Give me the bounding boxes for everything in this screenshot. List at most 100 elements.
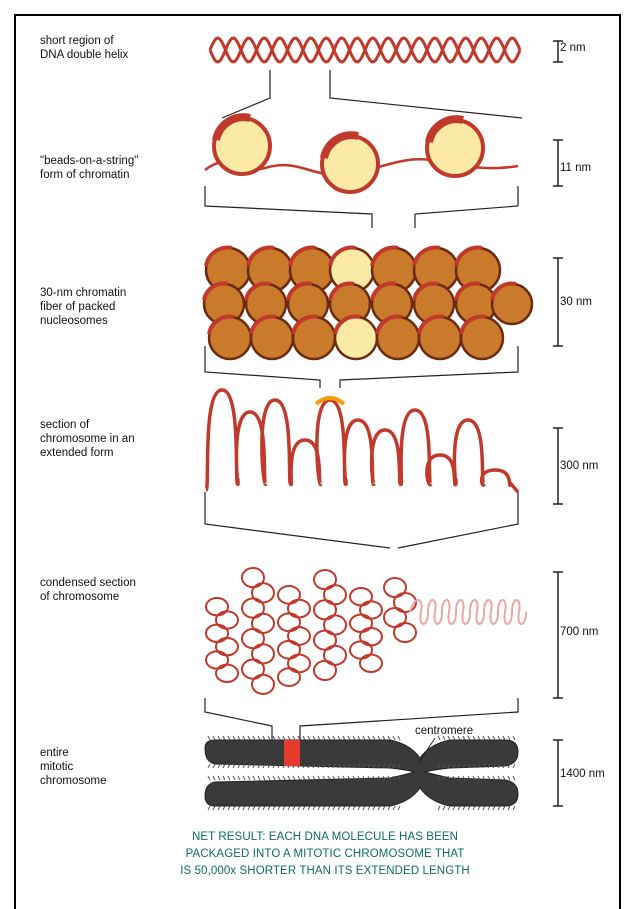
chromatin-fibril <box>298 776 300 780</box>
chromatin-fibril <box>513 764 515 768</box>
chromatin-fibril <box>513 736 515 740</box>
beads-on-a-string <box>205 117 518 192</box>
chromatin-fibril <box>288 776 290 780</box>
chromatin-fibril <box>463 806 465 810</box>
chromatin-fibril <box>468 806 470 810</box>
chromatin-fibril <box>343 736 345 740</box>
condensed-chromosome-section <box>206 568 526 694</box>
chromatin-fibril <box>213 776 215 780</box>
condensed-coil <box>278 641 300 659</box>
condensed-coil <box>216 638 238 655</box>
chromatin-fibril <box>478 736 480 740</box>
chromatin-fibril <box>333 736 335 740</box>
chromatin-fibril <box>483 736 485 740</box>
extended-chromosome-section <box>206 390 518 492</box>
condensed-coil <box>206 598 228 615</box>
chromatin-fibril <box>278 776 280 780</box>
chromatin-fibril <box>253 736 255 740</box>
chromatin-fibril <box>303 736 305 740</box>
chromatin-fibril <box>353 736 355 740</box>
chromatin-fibril <box>233 736 235 740</box>
chromatin-fibril <box>268 806 270 810</box>
chromatin-fibril <box>223 776 225 780</box>
chromatin-fibril <box>313 806 315 810</box>
chromatin-fibril <box>213 764 215 768</box>
chromatin-fibril <box>493 806 495 810</box>
chromatin-fibril <box>458 806 460 810</box>
chromatin-fiber-30nm <box>204 248 532 359</box>
chromatin-fibril <box>353 806 355 810</box>
chromatin-fibril <box>283 806 285 810</box>
chromatin-fibril <box>218 736 220 740</box>
chromatin-fibril <box>278 806 280 810</box>
chromatin-fibril <box>363 736 365 740</box>
chromatin-fibril <box>503 806 505 810</box>
chromatin-fibril <box>268 776 270 780</box>
chromatin-fibril <box>228 776 230 780</box>
condensed-coil <box>206 651 228 668</box>
chromatin-fibril <box>253 776 255 780</box>
condensed-coil <box>288 600 310 618</box>
dna-strand-b <box>210 38 520 62</box>
chromatin-fibril <box>268 736 270 740</box>
chromatin-fibril <box>208 736 210 740</box>
condensed-coil <box>360 601 382 618</box>
chromatin-fibril <box>383 736 385 740</box>
highlighted-region <box>284 740 300 766</box>
chromatin-fibril <box>248 736 250 740</box>
condensed-coil <box>394 623 416 642</box>
chromatin-fibril <box>358 806 360 810</box>
chromatin-fibril <box>438 806 440 810</box>
chromatin-fibril <box>213 736 215 740</box>
nucleosome-bead <box>427 119 483 176</box>
condensed-coil <box>360 628 382 645</box>
chromatin-fibril <box>493 736 495 740</box>
chromatin-fibril <box>308 806 310 810</box>
chromatin-fibril <box>243 776 245 780</box>
chromatin-fibril <box>478 806 480 810</box>
chromatin-fibril <box>273 806 275 810</box>
chromatin-fibril <box>218 764 220 768</box>
chromatin-fibril <box>373 806 375 810</box>
chromatin-fibril <box>508 736 510 740</box>
chromatin-fibril <box>238 776 240 780</box>
condensed-coil <box>216 665 238 682</box>
chromatin-fibril <box>283 736 285 740</box>
condensed-coil <box>350 588 372 605</box>
chromatin-fibril <box>503 776 505 780</box>
chromatin-fibril <box>338 806 340 810</box>
chromatin-fibril <box>363 806 365 810</box>
chromatin-fibril <box>218 806 220 810</box>
dna-double-helix <box>210 38 520 62</box>
chromatin-fibril <box>388 736 390 740</box>
chromatin-fibril <box>258 776 260 780</box>
chromatin-fibril <box>498 736 500 740</box>
condensed-coil <box>314 661 336 680</box>
chromatin-fibril <box>328 806 330 810</box>
chromatin-fibril <box>323 806 325 810</box>
chromatin-fibril <box>398 806 400 810</box>
chromatin-fibril <box>393 806 395 810</box>
chromatin-fibril <box>218 776 220 780</box>
chromatin-fibril <box>288 736 290 740</box>
chromatin-fibril <box>508 776 510 780</box>
chromatin-fibril <box>293 736 295 740</box>
chromatin-fibril <box>223 736 225 740</box>
condensed-coil <box>360 655 382 672</box>
nucleosome-bead <box>214 117 270 174</box>
chromatin-fibril <box>283 776 285 780</box>
chromatin-fibril <box>488 736 490 740</box>
chromatin-fibril <box>448 806 450 810</box>
centromere-label: centromere <box>415 725 473 737</box>
chromatin-fibril <box>293 776 295 780</box>
chromatin-fibril <box>298 806 300 810</box>
chromatin-fibril <box>453 806 455 810</box>
chromatin-fibril <box>393 736 395 740</box>
chromatin-fibril <box>228 736 230 740</box>
chromatin-fibril <box>348 806 350 810</box>
chromatin-fibril <box>273 736 275 740</box>
chromatin-fibril <box>243 736 245 740</box>
chromatin-fibril <box>473 806 475 810</box>
chromatin-fibril <box>238 806 240 810</box>
